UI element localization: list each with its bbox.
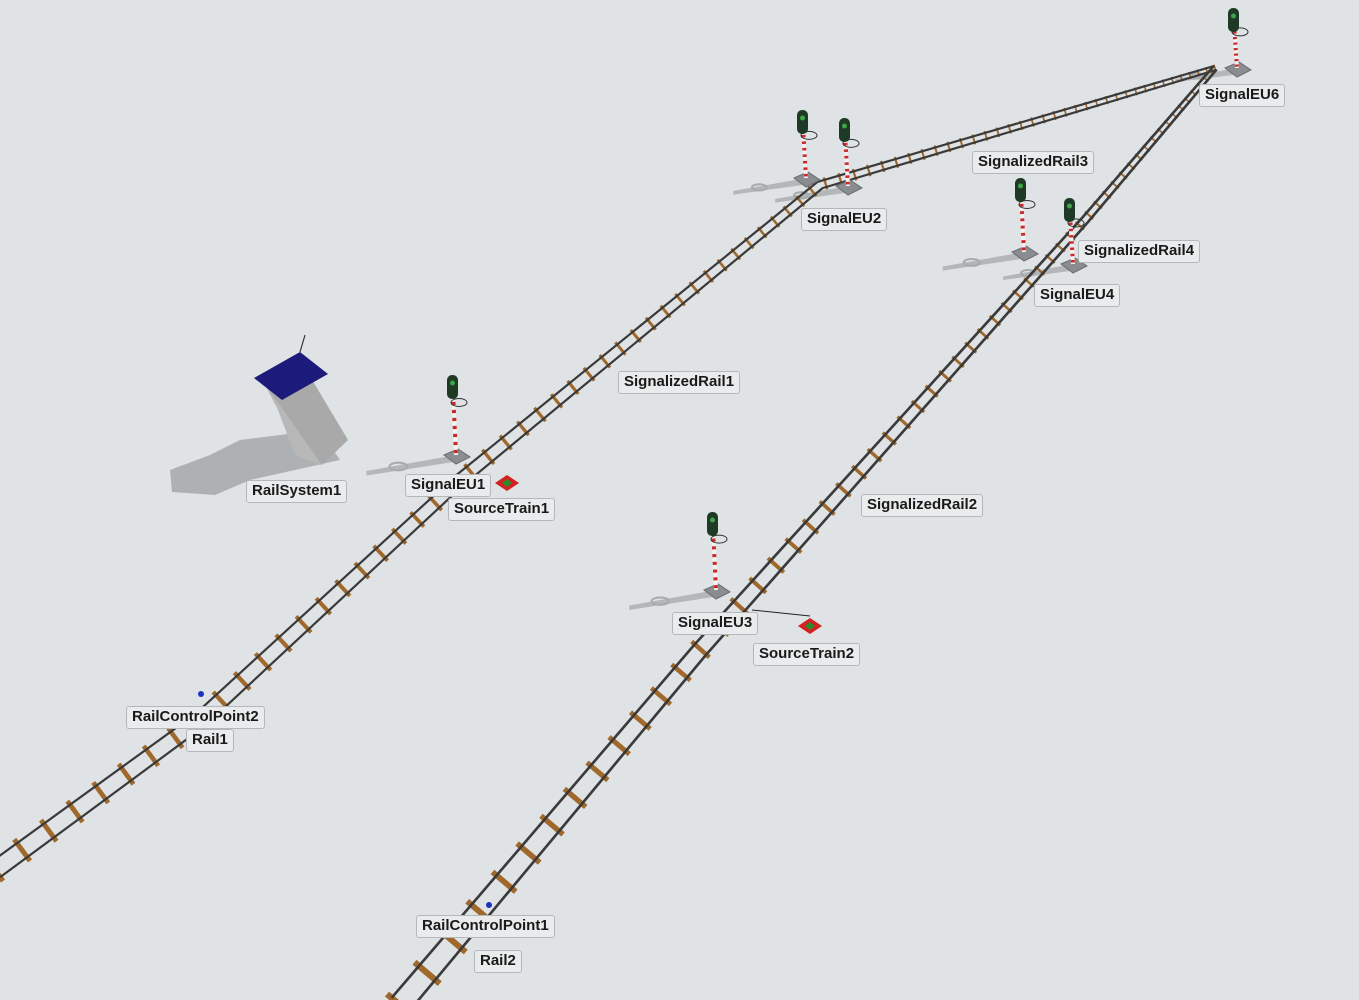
- signal-lamp: [842, 123, 847, 129]
- source-top: [805, 622, 815, 630]
- signal-shadow: [366, 455, 460, 476]
- building-roof: [254, 352, 328, 400]
- sleeper: [384, 991, 400, 1000]
- label-signal-eu1[interactable]: SignalEU1: [405, 474, 492, 497]
- label-signal-eu2[interactable]: SignalEU2: [801, 208, 888, 231]
- label-signalized-rail2[interactable]: SignalizedRail2: [861, 494, 984, 517]
- signal-head: [1015, 178, 1026, 202]
- signal-lamp: [450, 380, 455, 386]
- signal-base: [793, 171, 821, 188]
- signal-base: [703, 583, 731, 600]
- signal-base: [1224, 61, 1252, 78]
- signal-eu2-left: [793, 110, 821, 188]
- source-train1: [495, 475, 519, 491]
- label-signal-eu3[interactable]: SignalEU3: [672, 612, 759, 635]
- signal-eu3: [703, 512, 731, 600]
- signal-lamp: [1067, 203, 1072, 209]
- rail-line: [390, 65, 1215, 999]
- label-signal-eu4[interactable]: SignalEU4: [1034, 284, 1121, 307]
- signal-shadow-ring: [388, 461, 409, 472]
- signal-ring: [842, 138, 860, 148]
- signal-eu2: [835, 118, 863, 196]
- source-train2-link: [751, 609, 811, 617]
- track-layer: [0, 64, 1218, 1000]
- signal-eu4-left: [1011, 178, 1039, 262]
- signal-pole: [451, 390, 458, 456]
- signal-ring: [450, 398, 468, 408]
- label-signalized-rail1[interactable]: SignalizedRail1: [618, 371, 741, 394]
- signal-eu4: [1060, 198, 1088, 274]
- signal-lamp: [1018, 183, 1023, 189]
- signal-ring: [800, 130, 818, 140]
- signal-head: [797, 110, 808, 134]
- label-source-train2[interactable]: SourceTrain2: [753, 643, 861, 666]
- label-rail1[interactable]: Rail1: [186, 729, 234, 752]
- signal-base: [1011, 245, 1039, 262]
- signal-lamp: [1231, 13, 1236, 19]
- signal-shadow: [942, 252, 1028, 271]
- object-layer: [198, 8, 1252, 908]
- signal-head: [839, 118, 850, 142]
- signal-head: [707, 512, 718, 536]
- label-source-train1[interactable]: SourceTrain1: [448, 498, 556, 521]
- signal-base: [443, 448, 471, 465]
- signal-shadow-ring: [650, 596, 670, 606]
- signal-shadow-ring: [792, 191, 810, 200]
- signal-pole: [1019, 193, 1026, 253]
- signal-ring: [1231, 27, 1249, 37]
- rail-control-point2-marker: [198, 691, 204, 697]
- signal-head: [1064, 198, 1075, 222]
- label-rail-control-point2[interactable]: RailControlPoint2: [126, 706, 265, 729]
- sleeper: [0, 872, 6, 883]
- building-antenna: [299, 334, 306, 353]
- signal-base: [835, 179, 863, 196]
- label-signalized-rail4[interactable]: SignalizedRail4: [1078, 240, 1201, 263]
- signal-shadow: [1175, 68, 1241, 83]
- source-train2: [798, 618, 822, 634]
- signal-head: [447, 375, 458, 399]
- signal-head: [1228, 8, 1239, 32]
- label-signal-eu6[interactable]: SignalEU6: [1199, 84, 1286, 107]
- signal-pole: [711, 527, 718, 591]
- signal-ring: [1018, 199, 1036, 209]
- signal-ring: [1067, 218, 1085, 228]
- rail-control-point1-marker: [486, 902, 492, 908]
- label-rail2[interactable]: Rail2: [474, 950, 522, 973]
- shadow-layer: [170, 68, 1241, 610]
- signal-shadow: [629, 590, 720, 610]
- signal-shadow-ring: [962, 257, 981, 267]
- signal-ring: [710, 534, 728, 544]
- signal-lamp: [710, 517, 715, 523]
- label-rail-system1[interactable]: RailSystem1: [246, 480, 348, 503]
- source-top: [502, 479, 512, 487]
- signal-eu1: [443, 375, 471, 465]
- signal-shadow-ring: [750, 183, 768, 192]
- signal-eu6: [1224, 8, 1252, 78]
- signal-lamp: [800, 115, 805, 121]
- label-signalized-rail3[interactable]: SignalizedRail3: [972, 151, 1095, 174]
- rail-line: [416, 68, 1218, 1000]
- label-rail-control-point1[interactable]: RailControlPoint1: [416, 915, 555, 938]
- building-front: [265, 385, 322, 465]
- rail-system-building: [254, 334, 348, 465]
- signal-shadow: [733, 178, 810, 195]
